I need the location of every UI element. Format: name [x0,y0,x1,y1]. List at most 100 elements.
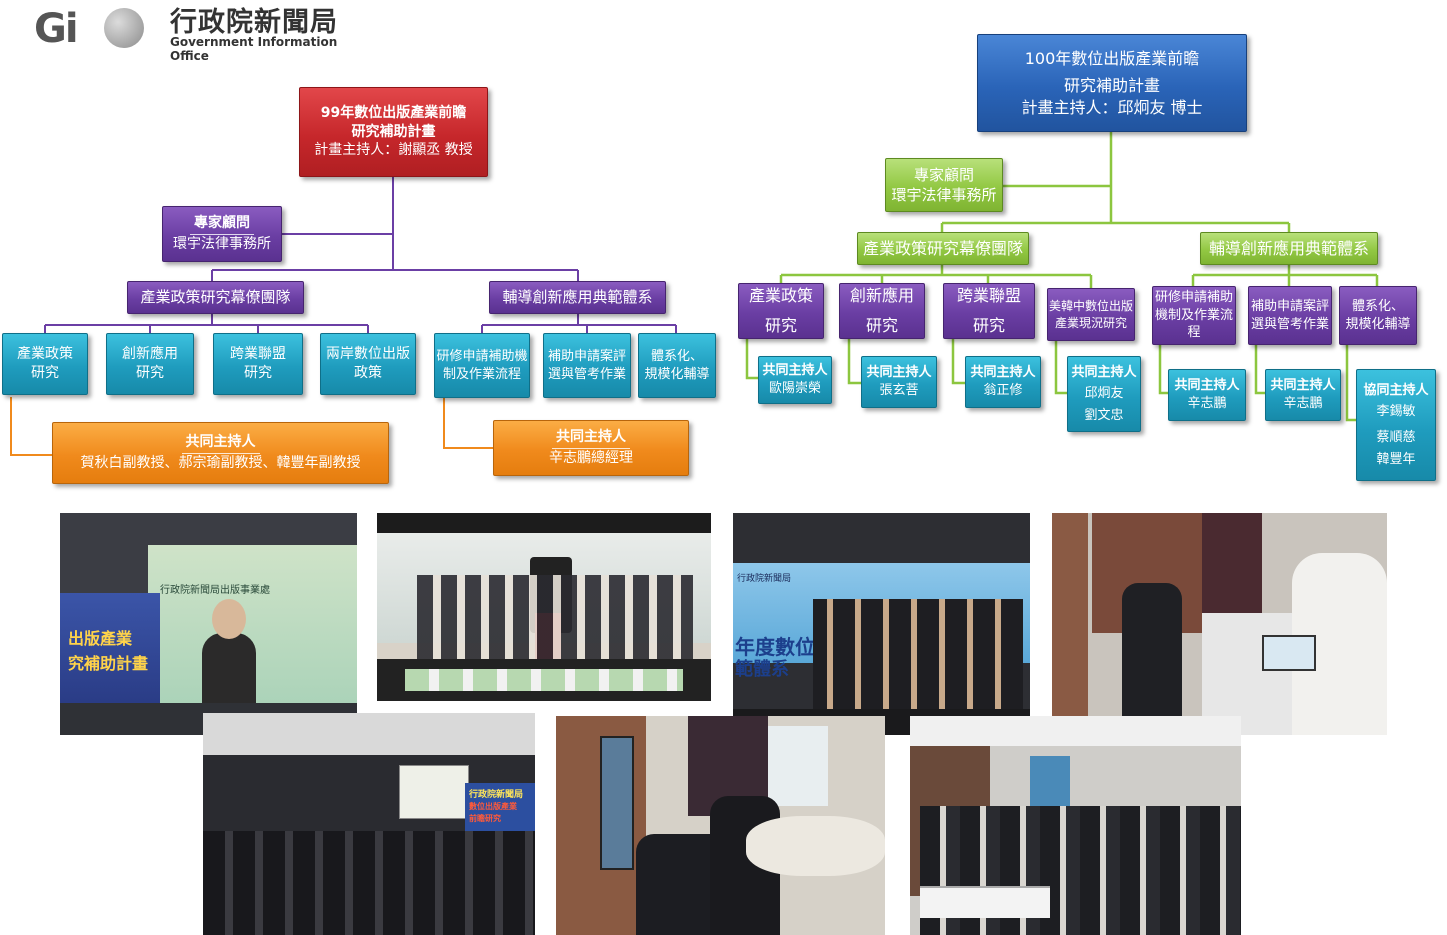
logo-circle-icon [104,8,144,48]
plan100-item-alliance: 跨業聯盟 研究 [943,283,1035,339]
plan100-host: 計畫主持人：邱炯友 博士 [1021,97,1203,117]
plan99-cohost-right: 共同主持人 辛志鵬總經理 [493,420,689,476]
gio-logo: Gi 行政院新聞局 Government Information Office [34,2,379,63]
logo-name-en: Government Information Office [170,35,338,63]
plan100-item-revise: 研修申請補助 機制及作業流 程 [1152,286,1236,345]
item-line: 創新應用 [122,346,178,363]
plan99-advisor-name: 環宇法律事務所 [173,236,271,252]
plan99-demo-system: 輔導創新應用典範體系 [489,281,666,314]
cohost-names: 賀秋白副教授、郝宗瑜副教授、韓豐年副教授 [80,455,361,471]
plan99-item-policy: 產業政策 研究 [2,333,88,395]
item-line: 兩岸數位出版 [326,346,410,363]
banner-line: 前瞻研究 [469,814,501,823]
plan99-advisor-title: 專家顧問 [190,214,254,235]
logo-mark: Gi [34,6,79,52]
cohost-name: 張玄菩 [879,383,919,398]
plan99-policy-team-label: 產業政策研究幕僚團隊 [140,288,291,307]
cohost-title: 共同主持人 [970,365,1036,381]
item-line: 研究 [764,316,797,335]
plan100-cohost-1: 共同主持人 歐陽崇榮 [758,356,832,404]
item-line: 研究 [244,365,272,381]
item-line: 規模化輔導 [644,366,710,382]
item-line: 機制及作業流 [1154,307,1233,323]
cohost-title: 共同主持人 [1174,378,1240,394]
banner-line: 行政院新聞局 [469,790,524,800]
plan99-title: 99年數位出版產業前瞻 [320,104,467,121]
plan100-root: 100年數位出版產業前瞻 研究補助計畫 計畫主持人：邱炯友 博士 [977,34,1247,132]
plan99-host: 計畫主持人：謝顯丞 教授 [314,142,473,159]
cohost-title: 共同主持人 [181,433,260,454]
item-line: 產業政策 [17,346,73,363]
cohost-title: 共同主持人 [552,428,630,449]
item-line: 美韓中數位出版 [1048,299,1133,314]
plan100-advisor-title: 專家顧問 [913,165,974,184]
plan100-title: 100年數位出版產業前瞻 [1024,48,1200,68]
event-photo-booth [1052,513,1387,735]
item-line: 研究 [865,316,898,335]
event-photo-audience: 行政院新聞局 數位出版產業 前瞻研究 [203,713,535,935]
item-line: 體系化、 [1351,298,1404,314]
item-line: 創新應用 [849,286,914,306]
plan100-demo-system: 輔導創新應用典範體系 [1200,232,1378,265]
banner-line: 範體系 [735,659,789,680]
plan100-advisor-name: 環宇法律事務所 [891,186,997,204]
cohost-title: 共同主持人 [1270,378,1336,394]
plan99-subtitle: 研究補助計畫 [351,123,436,140]
plan100-policy-team-label: 產業政策研究幕僚團隊 [862,238,1023,258]
cohost-name: 劉文忠 [1084,407,1124,423]
plan100-item-innovation: 創新應用 研究 [839,283,925,339]
event-photo-speaker: 行政院新聞局出版事業處 出版產業 究補助計畫 [60,513,357,735]
cohost-title: 共同主持人 [1071,364,1137,380]
plan100-item-international: 美韓中數位出版 產業現況研究 [1047,288,1135,341]
plan99-item-revise: 研修申請補助機 制及作業流程 [434,333,530,398]
item-line: 跨業聯盟 [230,346,286,363]
screen-caption: 行政院新聞局出版事業處 [160,585,270,596]
banner-line: 究補助計畫 [68,654,149,673]
item-line: 規模化輔導 [1345,316,1411,332]
item-line: 程 [1187,325,1201,341]
item-line: 產業現況研究 [1054,315,1127,330]
item-line: 選與管考作業 [1250,316,1329,332]
plan100-cohost-5: 共同主持人 辛志鵬 [1168,369,1246,421]
plan99-demo-system-label: 輔導創新應用典範體系 [502,288,653,307]
cohost-name: 蔡順慈 [1376,430,1416,445]
plan100-item-system: 體系化、 規模化輔導 [1339,286,1417,345]
plan100-cohost-6: 共同主持人 辛志鵬 [1265,369,1341,421]
plan100-cohost-2: 共同主持人 張玄菩 [861,356,937,408]
plan100-subtitle: 研究補助計畫 [1063,76,1160,96]
banner-line: 出版產業 [68,629,133,648]
cohost-name: 李錫敏 [1376,404,1416,420]
cohost-title: 共同主持人 [866,365,932,381]
logo-name-cn: 行政院新聞局 [170,7,338,38]
plan99-item-review: 補助申請案評 選與管考作業 [543,333,631,398]
event-photo-group: 行政院新聞局 年度數位 範體系 [733,513,1030,735]
plan99-item-system: 體系化、 規模化輔導 [638,333,716,398]
item-line: 政策 [354,365,382,381]
cohost-name: 歐陽崇榮 [768,381,821,396]
cohost-title: 共同主持人 [762,363,828,379]
event-photo-stage [377,513,711,701]
item-line: 研修申請補助 [1154,290,1233,306]
item-line: 研究 [31,365,59,381]
plan99-cohost-left: 共同主持人 賀秋白副教授、郝宗瑜副教授、韓豐年副教授 [52,422,389,484]
plan99-advisor: 專家顧問 環宇法律事務所 [162,206,282,262]
cohost-name: 韓豐年 [1376,451,1416,467]
plan100-cohost-7: 協同主持人 李錫敏 蔡順慈 韓豐年 [1356,369,1436,481]
plan99-item-innovation: 創新應用 研究 [106,333,194,395]
plan100-demo-system-label: 輔導創新應用典範體系 [1208,238,1369,258]
plan99-item-alliance: 跨業聯盟 研究 [213,333,303,395]
event-photo-meeting [556,716,885,935]
item-line: 補助申請案評 [547,348,626,364]
plan99-item-cross-strait: 兩岸數位出版 政策 [320,333,416,395]
plan100-item-review: 補助申請案評 選與管考作業 [1248,286,1332,345]
cohost-names: 辛志鵬總經理 [549,450,633,466]
cohost-name: 邱炯友 [1084,386,1124,402]
event-photo-exhibit [910,716,1241,935]
plan100-cohost-3: 共同主持人 翁正修 [965,356,1041,408]
item-line: 跨業聯盟 [956,286,1021,306]
plan99-policy-team: 產業政策研究幕僚團隊 [127,281,304,314]
cohost-title: 協同主持人 [1363,382,1429,398]
plan100-cohost-4: 共同主持人 邱炯友 劉文忠 [1067,356,1141,432]
banner-line: 行政院新聞局 [737,574,792,584]
cohost-name: 辛志鵬 [1187,396,1227,411]
